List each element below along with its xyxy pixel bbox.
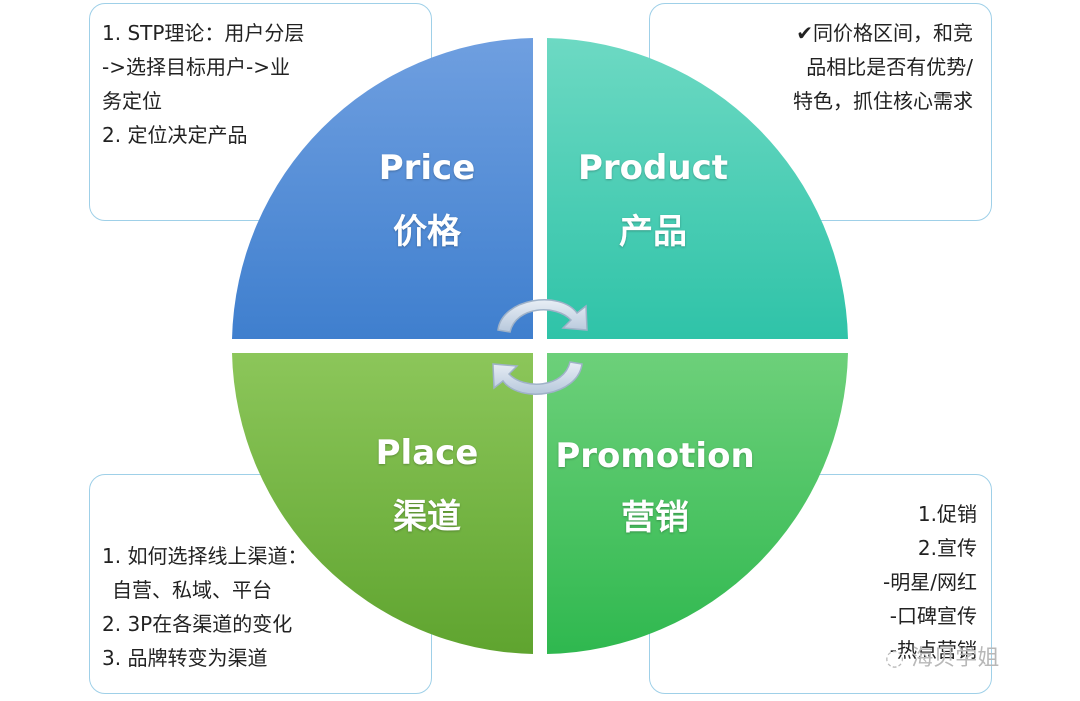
price-label: Price 价格 xyxy=(297,148,557,252)
watermark: ◌ 海贝学姐 xyxy=(885,640,999,672)
note-line: -热点营销 xyxy=(889,638,977,662)
promotion-label: Promotion 营销 xyxy=(525,436,785,538)
note-line: 2. 3P在各渠道的变化 xyxy=(102,612,293,636)
note-line: 务定位 xyxy=(102,89,162,113)
product-label: Product 产品 xyxy=(523,148,783,252)
place-label-cn: 渠道 xyxy=(393,497,461,537)
note-line: ->选择目标用户->业 xyxy=(102,55,290,79)
price-label-cn: 价格 xyxy=(393,212,461,252)
note-line: 自营、私域、平台 xyxy=(112,578,272,602)
product-label-en: Product xyxy=(578,148,728,188)
quadrant-product xyxy=(547,38,848,339)
note-line: -明星/网红 xyxy=(883,570,977,594)
note-line: 特色，抓住核心需求 xyxy=(793,89,973,113)
quadrant-price xyxy=(232,38,533,339)
note-line: 1.促销 xyxy=(917,502,977,526)
promotion-label-en: Promotion xyxy=(555,436,755,476)
place-label: Place 渠道 xyxy=(297,433,557,537)
note-line: -口碑宣传 xyxy=(889,604,977,628)
note-line: 1. 如何选择线上渠道： xyxy=(102,544,308,568)
quadrant-promotion xyxy=(547,353,848,654)
product-label-cn: 产品 xyxy=(619,212,687,252)
note-line: 3. 品牌转变为渠道 xyxy=(102,646,268,670)
price-label-en: Price xyxy=(378,148,476,188)
quadrant-place xyxy=(232,353,533,654)
wechat-icon: ◌ xyxy=(885,646,905,671)
promotion-label-cn: 营销 xyxy=(621,498,689,538)
watermark-text: 海贝学姐 xyxy=(911,646,1000,671)
cycle-arrows-icon xyxy=(492,299,588,395)
place-label-en: Place xyxy=(375,433,479,473)
note-line: 品相比是否有优势/ xyxy=(806,55,973,79)
note-line: ✔同价格区间，和竞 xyxy=(796,21,973,45)
note-line: 1. STP理论：用户分层 xyxy=(102,21,305,45)
note-line: 2. 定位决定产品 xyxy=(102,123,248,147)
note-line: 2.宣传 xyxy=(917,536,977,560)
